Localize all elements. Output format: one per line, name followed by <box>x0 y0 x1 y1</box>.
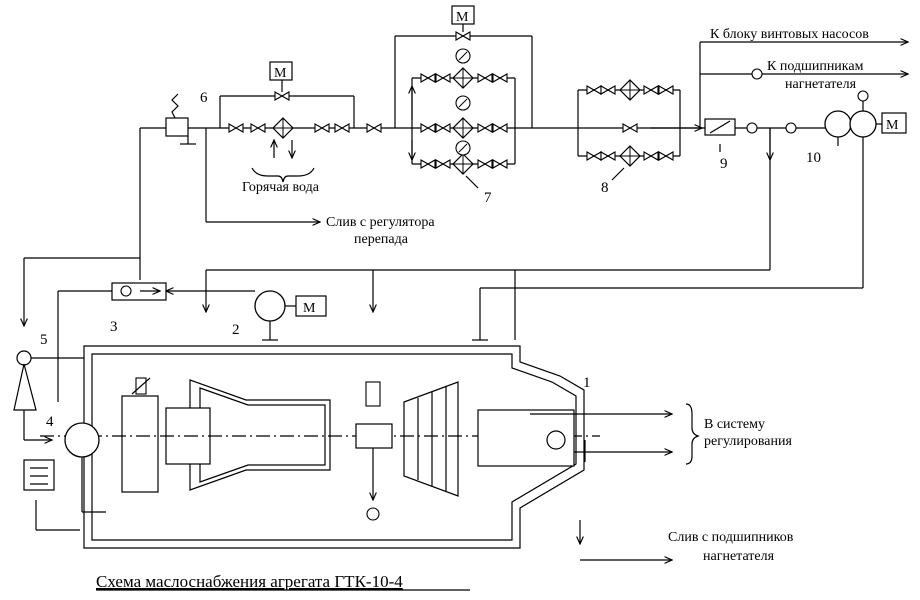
screw-pumps-label: К блоку винтовых насосов <box>710 27 869 42</box>
pump-2 <box>166 291 327 341</box>
filter-block-8 <box>577 79 681 181</box>
label-2: 2 <box>232 322 240 338</box>
outlet-lines <box>699 42 908 128</box>
heater-9 <box>650 118 797 270</box>
return-lines <box>206 269 863 341</box>
motor-label-cooler: М <box>274 66 287 81</box>
label-6: 6 <box>200 90 208 106</box>
main-supply-line <box>139 127 872 280</box>
diagram-title: Схема маслоснабжения агрегата ГТК-10-4 <box>96 572 403 591</box>
motor-label-2: М <box>303 301 316 316</box>
drain-bearings-label-1: Слив с подшипников <box>668 530 794 545</box>
injector-5 <box>13 257 140 440</box>
drain-bearings-label-2: нагнетателя <box>703 549 775 564</box>
pump-10 <box>824 90 907 288</box>
label-7: 7 <box>484 190 492 206</box>
unit-3 <box>57 282 167 402</box>
label-5: 5 <box>40 332 48 348</box>
supercharger-block-1 <box>477 403 700 560</box>
label-9: 9 <box>720 156 728 172</box>
bearings-label-2: нагнетателя <box>785 77 857 92</box>
bearings-label-1: К подшипникам <box>767 59 864 74</box>
drain-regulator-label-2: перепада <box>354 232 409 247</box>
drain-regulator-label-1: Слив с регулятора <box>326 215 435 230</box>
label-1: 1 <box>583 375 591 391</box>
main-oil-pump-4 <box>23 422 106 531</box>
turbine <box>40 377 600 521</box>
filter-block-7 <box>394 5 533 189</box>
motor-label-7: М <box>456 10 469 25</box>
hot-water-label: Горячая вода <box>242 180 320 195</box>
pressure-regulator-6 <box>165 93 320 222</box>
oil-tank <box>83 345 585 549</box>
control-system-label-2: регулирования <box>704 434 792 449</box>
label-8: 8 <box>601 180 609 196</box>
label-10: 10 <box>806 150 821 166</box>
oil-cooler <box>219 61 382 183</box>
label-3: 3 <box>110 319 118 335</box>
control-system-label-1: В систему <box>704 417 765 432</box>
motor-label-10: М <box>886 118 899 133</box>
label-4: 4 <box>46 414 54 430</box>
